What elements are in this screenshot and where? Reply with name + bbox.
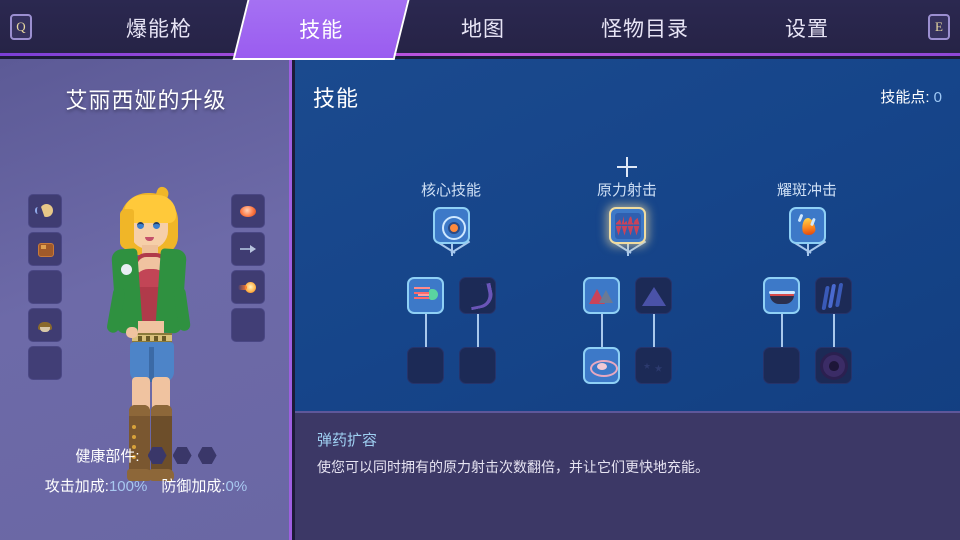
target-reticle-icon (439, 213, 466, 240)
tab-label: 技能 (299, 19, 344, 42)
equipment-slot-left-3[interactable] (28, 308, 62, 342)
health-parts-label: 健康部件: (75, 448, 140, 465)
tab-4[interactable]: 设置 (726, 0, 888, 56)
bullet-spray-icon (413, 283, 439, 309)
triangle-large-icon (641, 283, 667, 309)
energy-orb-icon (238, 201, 258, 221)
equipment-slot-left-4[interactable] (28, 346, 62, 380)
character-portrait (96, 185, 204, 487)
health-part-hex (197, 447, 217, 464)
skill-link (477, 314, 479, 347)
skill-tree-label: 核心技能 (420, 182, 481, 199)
tab-2[interactable]: 地图 (402, 0, 564, 56)
tab-label: 设置 (785, 18, 829, 41)
triangle-pair-icon (588, 283, 615, 309)
top-tab-bar: Q E 爆能枪 技能 地图 怪物目录 设置 (0, 0, 960, 60)
skill-node-2-0[interactable] (789, 207, 826, 244)
tab-list: 爆能枪 技能 地图 怪物目录 设置 (78, 0, 888, 60)
defense-bonus-value: 0% (225, 478, 248, 495)
skill-link (601, 314, 603, 347)
key-hint-q[interactable]: Q (10, 14, 32, 40)
skill-trees: 核心技能 原力射击 耀斑冲击 (295, 157, 960, 429)
plus-icon[interactable] (617, 157, 637, 177)
equipment-slot-left-1[interactable] (28, 232, 62, 266)
skill-node-0-4[interactable] (459, 347, 496, 384)
skill-description-title: 弹药扩容 (317, 432, 378, 449)
tab-label: 地图 (461, 18, 505, 41)
tab-3[interactable]: 怪物目录 (564, 0, 726, 56)
tab-0[interactable]: 爆能枪 (78, 0, 240, 56)
skill-points: 技能点: 0 (880, 86, 942, 107)
skill-link (425, 314, 427, 347)
skill-tree-label: 原力射击 (596, 182, 657, 199)
equipment-slot-right-3[interactable] (231, 308, 265, 342)
attack-bonus-value: 100% (108, 478, 148, 495)
skill-node-2-3[interactable] (763, 347, 800, 384)
skill-node-2-2[interactable] (815, 277, 852, 314)
character-panel: 艾丽西娅的升级 (0, 59, 292, 540)
claw-trophy-icon (35, 315, 55, 335)
health-parts-indicator (147, 447, 217, 464)
skill-node-1-1[interactable] (583, 277, 620, 314)
health-part-hex (147, 447, 167, 464)
flame-icon (795, 213, 821, 239)
skull-gear-icon (821, 353, 847, 379)
attack-bonus-label: 攻击加成: (44, 478, 109, 495)
defense-bonus-label: 防御加成: (161, 478, 226, 495)
skill-node-1-3[interactable] (583, 347, 620, 384)
energy-wave-icon (465, 283, 491, 309)
lightning-bolt-icon (821, 283, 847, 309)
skill-node-2-1[interactable] (763, 277, 800, 314)
mine-charge-icon (768, 283, 795, 309)
rock-fragment-icon (35, 239, 55, 259)
skill-tree-label: 耀斑冲击 (776, 182, 837, 199)
skill-node-0-0[interactable] (433, 207, 470, 244)
triangle-cluster-icon (614, 212, 641, 239)
key-hint-e[interactable]: E (928, 14, 950, 40)
tab-label: 怪物目录 (601, 18, 689, 41)
star-burst-icon (641, 353, 667, 379)
equipment-slot-left-0[interactable] (28, 194, 62, 228)
tab-1-active[interactable]: 技能 (232, 0, 410, 60)
skill-node-1-2[interactable] (635, 277, 672, 314)
skill-node-1-0[interactable] (609, 207, 646, 244)
skill-description-body: 使您可以同时拥有的原力射击次数翻倍，并让它们更快地充能。 (317, 459, 709, 475)
skills-title: 技能 (313, 86, 360, 111)
skill-points-value: 0 (933, 89, 942, 106)
skill-node-0-3[interactable] (407, 347, 444, 384)
equipment-slots-right (231, 194, 265, 346)
character-stats: 健康部件: 攻击加成:100% 防御加成:0% (0, 445, 289, 496)
skill-node-0-1[interactable] (407, 277, 444, 314)
skill-link (781, 314, 783, 347)
equipment-slot-right-2[interactable] (231, 270, 265, 304)
tab-label: 爆能枪 (126, 18, 192, 41)
health-part-hex (172, 447, 192, 464)
skill-description-panel: 弹药扩容 使您可以同时拥有的原力射击次数翻倍，并让它们更快地充能。 (295, 411, 960, 540)
comet-icon (238, 277, 258, 297)
dart-projectile-icon (238, 239, 258, 259)
skill-link (833, 314, 835, 347)
equipment-slot-right-0[interactable] (231, 194, 265, 228)
equipment-slot-left-2[interactable] (28, 270, 62, 304)
crescent-blade-icon (35, 201, 55, 221)
skill-node-2-4[interactable] (815, 347, 852, 384)
skill-points-label: 技能点: (880, 89, 930, 106)
equipment-slots-left (28, 194, 62, 384)
skill-node-1-4[interactable] (635, 347, 672, 384)
skill-node-0-2[interactable] (459, 277, 496, 314)
skill-link (653, 314, 655, 347)
eye-pulse-icon (589, 353, 618, 379)
equipment-slot-right-1[interactable] (231, 232, 265, 266)
character-title: 艾丽西娅的升级 (65, 88, 227, 113)
